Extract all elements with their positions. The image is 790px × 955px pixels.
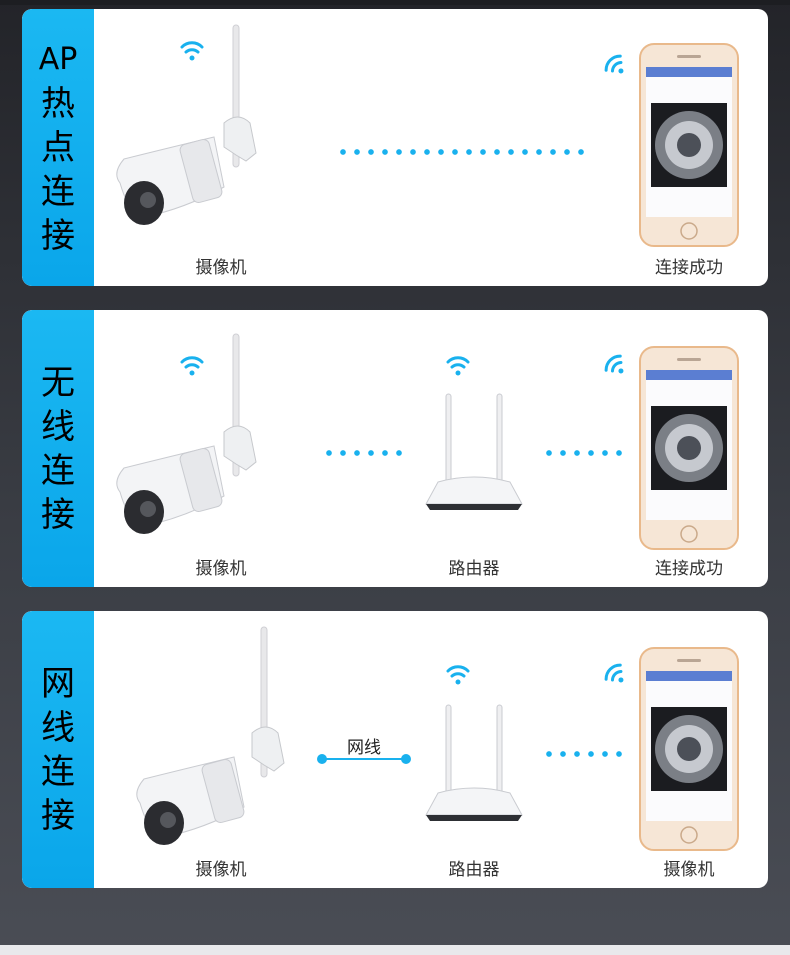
- wifi-icon: [604, 54, 624, 74]
- bottom-edge: [0, 945, 790, 955]
- mode-title-char: 接: [41, 494, 75, 535]
- connection-dots: [542, 751, 626, 757]
- wifi-icon: [180, 41, 204, 61]
- cable-label: 网线: [347, 738, 381, 758]
- camera-icon: [136, 626, 285, 845]
- wifi-icon: [180, 356, 204, 376]
- cable-end: [401, 754, 411, 764]
- router-icon: [425, 393, 523, 510]
- router-label: 路由器: [448, 559, 500, 579]
- mode-title-char: 连: [41, 171, 75, 212]
- camera-label: 摄像机: [195, 258, 247, 278]
- ethernet-cable: [322, 758, 406, 760]
- wifi-icon: [446, 665, 470, 685]
- panel-ap-hotspot: AP 热 点 连 接 摄像机 连接成功: [22, 9, 768, 286]
- mode-sidebar: 无 线 连 接: [22, 310, 94, 587]
- mode-sidebar: AP 热 点 连 接: [22, 9, 94, 286]
- mode-title-char: 热: [41, 83, 75, 124]
- wifi-icon: [446, 356, 470, 376]
- mode-title-char: 无: [41, 362, 75, 403]
- phone-label: 连接成功: [655, 559, 723, 579]
- top-edge: [0, 0, 790, 5]
- phone-label: 连接成功: [655, 258, 723, 278]
- wifi-icon: [604, 354, 624, 374]
- wifi-icon: [604, 663, 624, 683]
- mode-sidebar: 网 线 连 接: [22, 611, 94, 888]
- phone-icon: [639, 43, 739, 247]
- camera-icon: [116, 333, 257, 534]
- panel-ethernet: 网 线 连 接 网线: [22, 611, 768, 888]
- phone-icon: [639, 346, 739, 550]
- camera-label: 摄像机: [195, 860, 247, 880]
- connection-dots: [336, 149, 592, 155]
- mode-title-char: 连: [41, 450, 75, 491]
- mode-title-char: 连: [41, 751, 75, 792]
- mode-title-char: 网: [41, 663, 75, 704]
- mode-title-char: 接: [41, 215, 75, 256]
- router-label: 路由器: [448, 860, 500, 880]
- mode-title-char: 线: [41, 406, 75, 447]
- mode-title-char: AP: [38, 41, 78, 77]
- panel-wireless: 无 线 连 接: [22, 310, 768, 587]
- connection-dots: [542, 450, 626, 456]
- camera-icon: [116, 24, 257, 225]
- mode-title-char: 接: [41, 795, 75, 836]
- router-icon: [425, 704, 523, 821]
- phone-icon: [639, 647, 739, 851]
- connection-dots: [322, 450, 406, 456]
- camera-label: 摄像机: [195, 559, 247, 579]
- mode-title-char: 点: [41, 127, 75, 168]
- mode-title-char: 线: [41, 707, 75, 748]
- phone-label: 摄像机: [663, 860, 715, 880]
